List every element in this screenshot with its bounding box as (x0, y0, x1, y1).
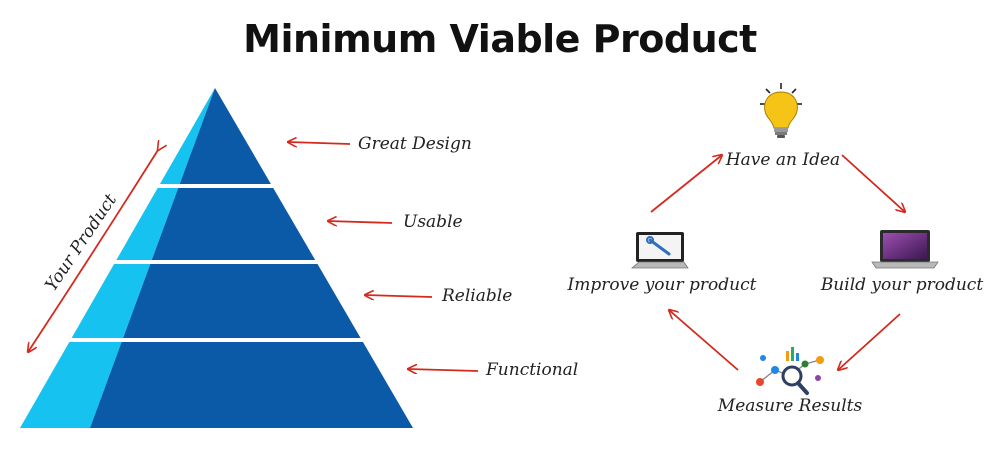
cycle-step-have-an-idea: Have an Idea (725, 150, 840, 170)
pyramid-dark-face (90, 88, 413, 428)
cycle-step-improve-your-product: Improve your product (567, 275, 757, 295)
level-arrow (365, 295, 433, 297)
side-double-arrow (28, 150, 158, 352)
laptop-icon (871, 230, 939, 269)
cycle-arrow (650, 155, 722, 213)
level-arrow (288, 142, 351, 144)
cycle-arrow (838, 313, 901, 370)
page-title: Minimum Viable Product (243, 17, 757, 61)
cycle-arrow (841, 154, 905, 212)
level-label-usable: Usable (403, 212, 463, 232)
level-arrow (328, 221, 393, 223)
level-label-great-design: Great Design (358, 134, 472, 154)
lightbulb-icon (760, 83, 802, 138)
level-arrow (408, 369, 479, 371)
level-label-functional: Functional (485, 360, 578, 380)
cycle-step-build-your-product: Build your product (820, 275, 984, 295)
cycle-step-measure-results: Measure Results (717, 396, 863, 416)
analytics-icon (756, 347, 824, 395)
cycle-arrow (669, 310, 739, 371)
laptop-wrench-icon (630, 232, 689, 269)
level-label-reliable: Reliable (441, 286, 512, 306)
